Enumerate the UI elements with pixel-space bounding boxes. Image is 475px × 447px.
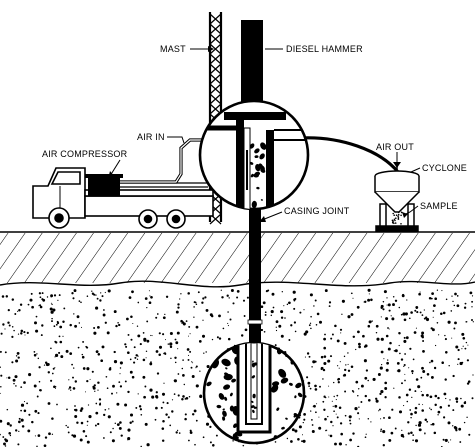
label-diesel-hammer: DIESEL HAMMER <box>286 44 363 54</box>
cyclone <box>374 164 420 232</box>
air-out-hose <box>299 136 400 174</box>
topsoil-layer <box>0 233 475 283</box>
layer-boundary <box>0 280 475 288</box>
label-mast: MAST <box>160 44 186 54</box>
label-air-compressor: AIR COMPRESSOR <box>42 149 128 159</box>
truck <box>32 167 214 229</box>
hammer-detail-circle <box>198 99 310 211</box>
label-cyclone: CYCLONE <box>422 163 467 173</box>
diesel-hammer <box>241 20 263 106</box>
casing-joint-mark <box>247 319 263 325</box>
label-air-out: AIR OUT <box>376 142 414 152</box>
casing-pipe <box>249 205 261 365</box>
air-compressor <box>88 176 120 196</box>
air-in-hose <box>120 138 205 184</box>
leader-lines <box>109 48 421 221</box>
drill-bit-detail-circle <box>202 341 306 445</box>
label-casing-joint: CASING JOINT <box>284 206 350 216</box>
label-sample: SAMPLE <box>420 201 458 211</box>
sample-particles <box>391 211 403 225</box>
label-air-in: AIR IN <box>137 132 165 142</box>
